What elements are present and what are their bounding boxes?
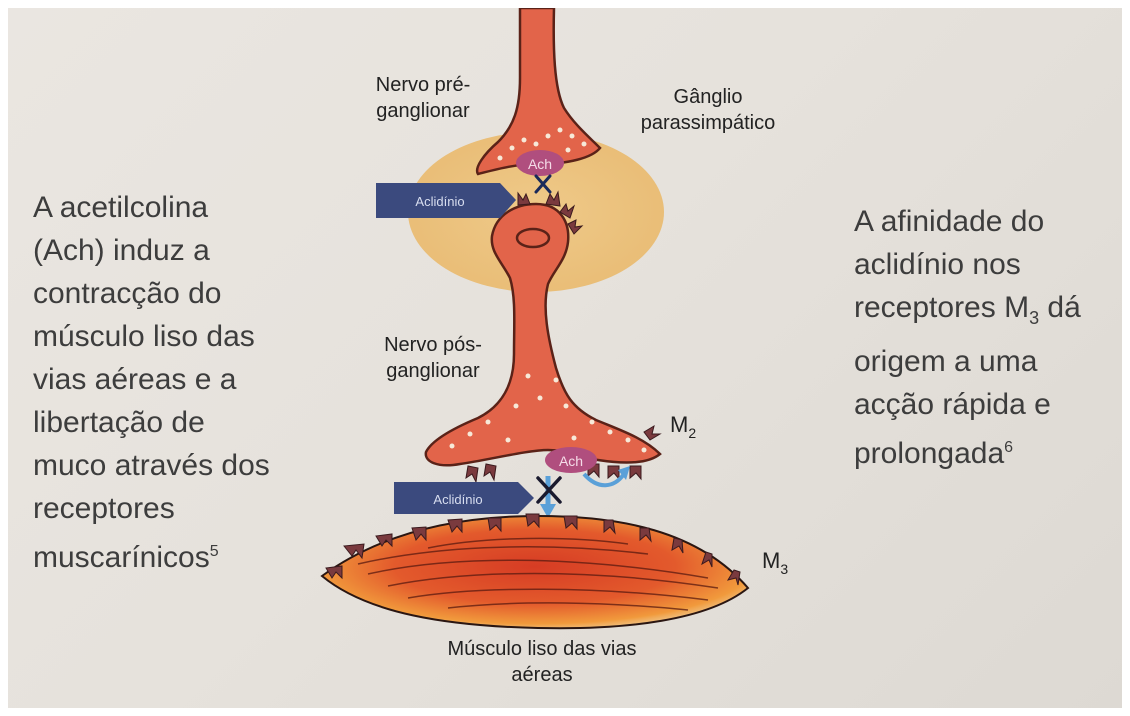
pre-ganglionic-nerve (477, 8, 600, 174)
right-m3-sub: 3 (1029, 308, 1039, 328)
left-reference-sup: 5 (210, 543, 219, 560)
right-line-1: A afinidade do (854, 200, 1122, 243)
right-description: A afinidade do aclidínio nos receptores … (854, 200, 1122, 475)
post-ganglionic-label-line2: ganglionar (368, 358, 498, 384)
slide-canvas: Ach Aclidínio Ach (8, 8, 1122, 708)
m3-label: M3 (762, 548, 788, 577)
right-line-2: aclidínio nos (854, 243, 1122, 286)
pre-ganglionic-label: Nervo pré- ganglionar (368, 72, 478, 124)
smooth-muscle (322, 516, 748, 628)
aclidinio-bottom-label: Aclidínio (433, 492, 482, 507)
right-line-3: receptores M3 dá (854, 286, 1122, 340)
left-description: A acetilcolina (Ach) induz a contracção … (33, 186, 333, 579)
ganglion-label-line2: parassimpático (626, 110, 790, 136)
post-ganglionic-label: Nervo pós- ganglionar (368, 332, 498, 384)
ganglion-label: Gânglio parassimpático (626, 84, 790, 136)
right-reference-sup: 6 (1004, 439, 1013, 456)
left-line-1: A acetilcolina (33, 186, 333, 229)
left-line-4: músculo liso das (33, 315, 333, 358)
left-line-3: contracção do (33, 272, 333, 315)
right-line-6-text: prolongada (854, 437, 1004, 470)
pre-ganglionic-label-line2: ganglionar (368, 98, 478, 124)
ach-top-label: Ach (528, 156, 552, 172)
left-line-6: libertação de (33, 401, 333, 444)
left-line-8: receptores (33, 487, 333, 530)
left-line-5: vias aéreas e a (33, 358, 333, 401)
muscle-label-line2: aéreas (412, 662, 672, 688)
right-line-5: acção rápida e (854, 383, 1122, 426)
right-line-3-text: receptores M (854, 291, 1029, 324)
muscle-label-line1: Músculo liso das vias (412, 636, 672, 662)
left-line-9-text: muscarínicos (33, 541, 210, 574)
right-line-6: prolongada6 (854, 426, 1122, 475)
left-line-9: muscarínicos5 (33, 530, 333, 579)
m2-label: M2 (670, 412, 696, 441)
left-line-7: muco através dos (33, 444, 333, 487)
pre-ganglionic-label-line1: Nervo pré- (368, 72, 478, 98)
right-line-4: origem a uma (854, 340, 1122, 383)
aclidinio-top-label: Aclidínio (415, 194, 464, 209)
post-ganglionic-label-line1: Nervo pós- (368, 332, 498, 358)
left-line-2: (Ach) induz a (33, 229, 333, 272)
right-line-3-tail: dá (1039, 291, 1081, 324)
muscle-label: Músculo liso das vias aéreas (412, 636, 672, 688)
ganglion-label-line1: Gânglio (626, 84, 790, 110)
ach-bottom-label: Ach (559, 453, 583, 469)
